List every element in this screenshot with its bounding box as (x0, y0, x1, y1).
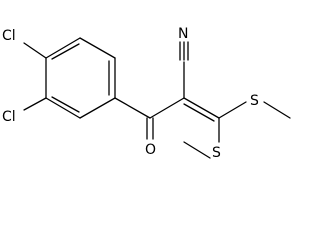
s-lower-methyl-bond (183, 141, 211, 159)
cl-lower-bond (23, 97, 47, 111)
cl-upper-bond (23, 42, 47, 59)
atom-nitrile-n: N (178, 26, 188, 42)
atom-carbonyl-o: O (145, 142, 156, 158)
atom-s-upper: S (250, 93, 259, 109)
s-upper-methyl-bond (263, 101, 291, 119)
atom-s-lower: S (212, 145, 221, 161)
ring-to-carbonyl-bond (114, 97, 151, 119)
ring-bond-5-inner (51, 96, 80, 113)
ring-bond-1-inner (51, 43, 80, 60)
dichlorophenyl-ring (45, 37, 116, 119)
alkene-to-s-upper-bond (218, 101, 247, 119)
ring-bond-2 (79, 37, 116, 59)
ring-bond-4 (79, 97, 116, 119)
ring-bond-1 (45, 37, 81, 59)
atom-cl-upper: Cl (2, 28, 16, 44)
carbonyl-to-alkene-bond (149, 97, 185, 119)
chemical-structure: Cl Cl O N S S (2, 26, 291, 161)
atom-cl-lower: Cl (2, 109, 16, 125)
ring-bond-5 (45, 97, 81, 119)
alkene-double-bond-b (183, 103, 215, 122)
alkene-double-bond-a (183, 97, 220, 119)
